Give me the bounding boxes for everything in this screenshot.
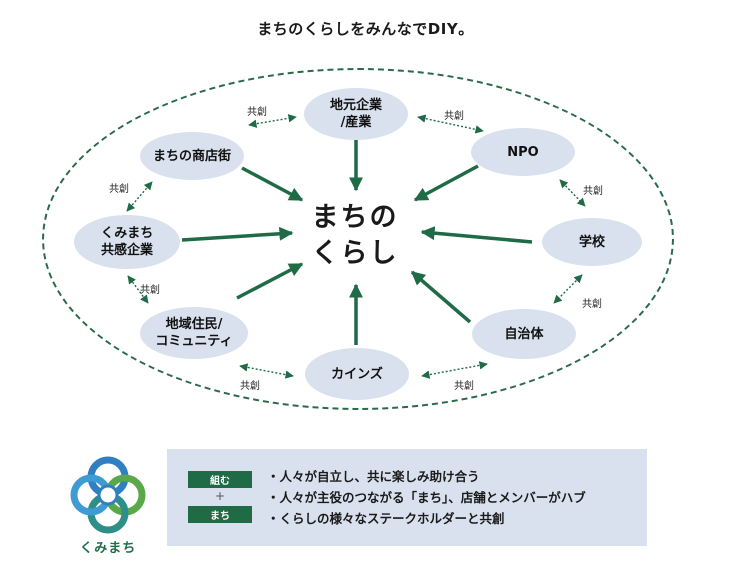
cocreate-link-kumimachi-shops xyxy=(126,181,153,212)
bullet-item: ・人々が主役のつながる「まち」、店舗とメンバーがハブ xyxy=(267,490,586,505)
arrow-kumimachi xyxy=(181,226,294,242)
node-local-government: 自治体 xyxy=(472,309,576,359)
concept-panel: 組む + まち ・人々が自立し、共に楽しみ助け合う ・人々が主役のつながる「まち… xyxy=(167,449,647,546)
cocreate-label: 共創 xyxy=(582,299,602,310)
node-cainz: カインズ xyxy=(305,348,409,400)
arrow-npo xyxy=(413,164,479,202)
node-residents-community: 地域住民/ コミュニティ xyxy=(140,307,248,359)
node-npo: NPO xyxy=(471,128,575,176)
cocreate-label: 共創 xyxy=(247,107,267,118)
bullet-item: ・人々が自立し、共に楽しみ助け合う xyxy=(267,469,480,484)
cocreate-label: 共創 xyxy=(109,184,129,195)
node-shopping-street: まちの商店街 xyxy=(140,132,244,180)
node-school: 学校 xyxy=(542,218,642,266)
node-kumimachi-partners: くみまち 共感企業 xyxy=(74,215,180,269)
cocreate-link-gov-cainz xyxy=(421,361,488,379)
arrow-residents xyxy=(236,262,304,300)
page-title: まちのくらしをみんなでDIY。 xyxy=(257,20,474,38)
cocreate-link-cainz-residents xyxy=(239,363,294,379)
kumimachi-logo xyxy=(68,455,148,555)
arrow-shops xyxy=(241,166,304,202)
arrow-school xyxy=(420,226,533,244)
concept-bullets: ・人々が自立し、共に楽しみ助け合う ・人々が主役のつながる「まち」、店舗とメンバ… xyxy=(267,466,586,529)
plus-sign: + xyxy=(214,489,226,503)
cocreate-label: 共創 xyxy=(140,285,160,296)
cocreate-link-school-gov xyxy=(553,274,583,304)
cocreate-label: 共創 xyxy=(583,186,603,197)
node-local-business: 地元企業 /産業 xyxy=(304,88,408,140)
cocreate-label: 共創 xyxy=(444,111,464,122)
cocreate-label: 共創 xyxy=(454,381,474,392)
logo-wordmark: くみまち xyxy=(79,541,137,556)
cocreate-link-local-npo xyxy=(417,114,484,134)
ecosystem-boundary xyxy=(42,68,674,410)
cocreate-link-residents-kumimachi xyxy=(127,275,149,304)
tag-kumu: 組む xyxy=(188,471,252,488)
tag-machi: まち xyxy=(188,506,252,523)
bullet-item: ・くらしの様々なステークホルダーと共創 xyxy=(267,511,505,526)
cocreate-link-shops-local xyxy=(248,114,297,128)
center-label: まちの くらし xyxy=(311,202,399,269)
kumimachi-knot-icon xyxy=(70,456,146,534)
cocreate-link-npo-school xyxy=(559,179,586,207)
cocreate-label: 共創 xyxy=(240,381,260,392)
arrow-gov xyxy=(410,270,472,324)
